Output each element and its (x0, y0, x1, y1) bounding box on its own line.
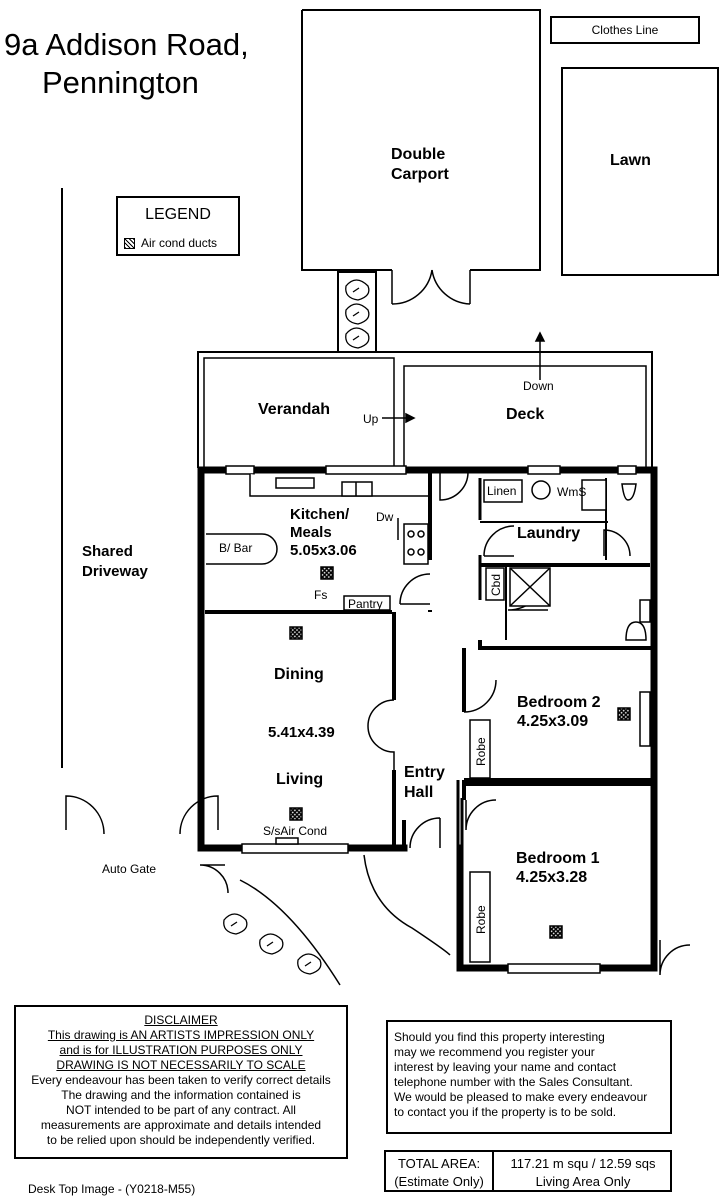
legend-item-label: Air cond ducts (141, 236, 218, 250)
dining-size: 5.41x4.39 (268, 724, 335, 741)
disclaimer-line-8: to be relied upon should be independentl… (46, 1133, 316, 1147)
clothes-line-box: Clothes Line (550, 16, 700, 44)
footer-reference: Desk Top Image - (Y0218-M55) (28, 1182, 196, 1196)
carport-label-line1: Double (391, 146, 446, 163)
kitchen-size: 5.05x3.06 (290, 542, 357, 559)
total-area-label: TOTAL AREA: (Estimate Only) (386, 1152, 494, 1190)
kitchen-label-line1: Kitchen/ (290, 506, 350, 523)
note-line-5: We would be pleased to make every endeav… (394, 1090, 648, 1104)
carport-label: Double Carport (391, 145, 449, 185)
living-label: Living (276, 771, 324, 788)
verandah-label: Verandah (258, 401, 331, 418)
cupboard-label: Cbd (489, 573, 503, 596)
breakfast-bar-label: B/ Bar (219, 541, 253, 555)
floor-plan (61, 9, 719, 986)
entry-hall-label: Entry Hall (404, 763, 445, 803)
legend-item: Air cond ducts (124, 236, 217, 250)
disclaimer-heading: DISCLAIMER (144, 1013, 218, 1027)
total-area-label-1: TOTAL AREA: (397, 1156, 481, 1171)
linen-label: Linen (487, 484, 517, 498)
note-line-1: Should you find this property interestin… (394, 1030, 605, 1044)
pantry-label: Pantry (348, 597, 383, 611)
dining-label: Dining (274, 666, 324, 683)
disclaimer-box: DISCLAIMER This drawing is AN ARTISTS IM… (14, 1005, 348, 1159)
shared-driveway-line2: Driveway (82, 563, 148, 580)
air-duct-icon (124, 237, 135, 249)
legend: LEGEND Air cond ducts (116, 196, 240, 256)
disclaimer-line-3: DRAWING IS NOT NECESSARILY TO SCALE (56, 1058, 306, 1072)
note-line-4: telephone number with the Sales Consulta… (394, 1075, 633, 1089)
note-line-6: to contact you if the property is to be … (394, 1105, 617, 1119)
disclaimer-line-1: This drawing is AN ARTISTS IMPRESSION ON… (47, 1028, 315, 1042)
robe-1-label: Robe (474, 905, 488, 934)
shared-driveway-line1: Shared (82, 543, 133, 560)
bedroom-2-size: 4.25x3.09 (517, 713, 589, 730)
up-label: Up (363, 412, 379, 426)
kitchen-label-line2: Meals (290, 524, 332, 541)
disclaimer-line-4: Every endeavour has been taken to verify… (31, 1073, 331, 1087)
fridge-space-label: Fs (314, 588, 328, 602)
disclaimer-line-5: The drawing and the information containe… (61, 1088, 301, 1102)
bedroom-1-size: 4.25x3.28 (516, 869, 588, 886)
total-area-box: TOTAL AREA: (Estimate Only) 117.21 m squ… (384, 1150, 672, 1192)
property-address: 9a Addison Road, Pennington (4, 26, 249, 102)
lawn-label: Lawn (610, 152, 651, 169)
address-line-2: Pennington (42, 65, 199, 100)
bedroom-1-label: Bedroom 1 4.25x3.28 (516, 849, 600, 887)
entry-hall-line2: Hall (404, 784, 434, 801)
bedroom-1-name: Bedroom 1 (516, 850, 600, 867)
disclaimer-line-7: measurements are approximate and details… (40, 1118, 322, 1132)
bedroom-2-name: Bedroom 2 (517, 694, 601, 711)
laundry-label: Laundry (517, 525, 581, 542)
total-area-value: 117.21 m squ / 12.59 sqs Living Area Onl… (496, 1152, 670, 1191)
address-line-1: 9a Addison Road, (4, 27, 249, 62)
note-line-3: interest by leaving your name and contac… (394, 1060, 617, 1074)
note-line-2: may we recommend you register your (394, 1045, 595, 1059)
deck-label: Deck (506, 406, 545, 423)
total-area-value-1: 117.21 m squ / 12.59 sqs (510, 1156, 656, 1171)
interest-note-box: Should you find this property interestin… (386, 1020, 672, 1134)
carport-label-line2: Carport (391, 166, 449, 183)
robe-2-label: Robe (474, 737, 488, 766)
total-area-value-2: Living Area Only (535, 1174, 631, 1189)
washing-machine-label: WmS (557, 485, 587, 499)
disclaimer-line-2: and is for ILLUSTRATION PURPOSES ONLY (59, 1043, 303, 1057)
total-area-label-2: (Estimate Only) (394, 1174, 484, 1189)
disclaimer-line-6: NOT intended to be part of any contract.… (66, 1103, 296, 1117)
air-cond-label: S/sAir Cond (263, 824, 328, 838)
shared-driveway-label: Shared Driveway (82, 542, 148, 582)
dishwasher-label: Dw (376, 510, 394, 524)
down-label: Down (523, 379, 554, 393)
entry-hall-line1: Entry (404, 764, 445, 781)
legend-title: LEGEND (145, 206, 211, 223)
auto-gate-label: Auto Gate (102, 862, 157, 876)
kitchen-label: Kitchen/ Meals 5.05x3.06 (290, 506, 357, 560)
bedroom-2-label: Bedroom 2 4.25x3.09 (517, 693, 601, 731)
